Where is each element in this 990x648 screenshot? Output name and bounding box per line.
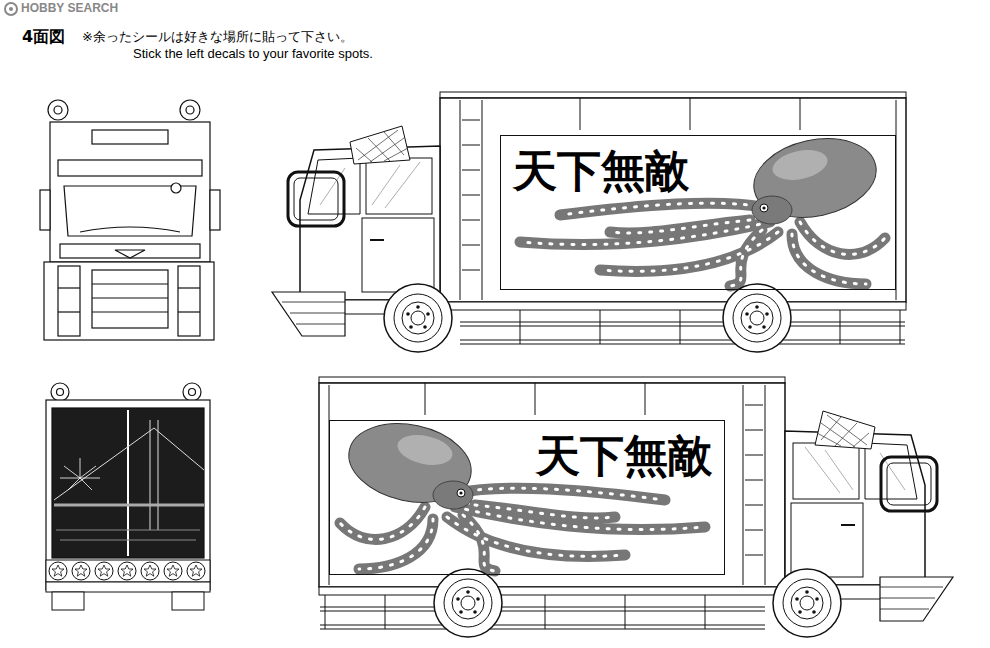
watermark: HOBBY SEARCH [21,1,118,15]
note-text: ※余ったシールは好きな場所に貼って下さい。 [82,28,353,46]
decal-text: 天下無敵 [536,427,712,486]
decal-panel: 天下無敵 [500,135,896,290]
decal-text: 天下無敵 [513,142,689,201]
sheet-title: 4面図 [22,27,65,48]
note-text: Stick the left decals to your favorite s… [133,46,373,61]
decal-panel: 天下無敵 [329,420,725,575]
